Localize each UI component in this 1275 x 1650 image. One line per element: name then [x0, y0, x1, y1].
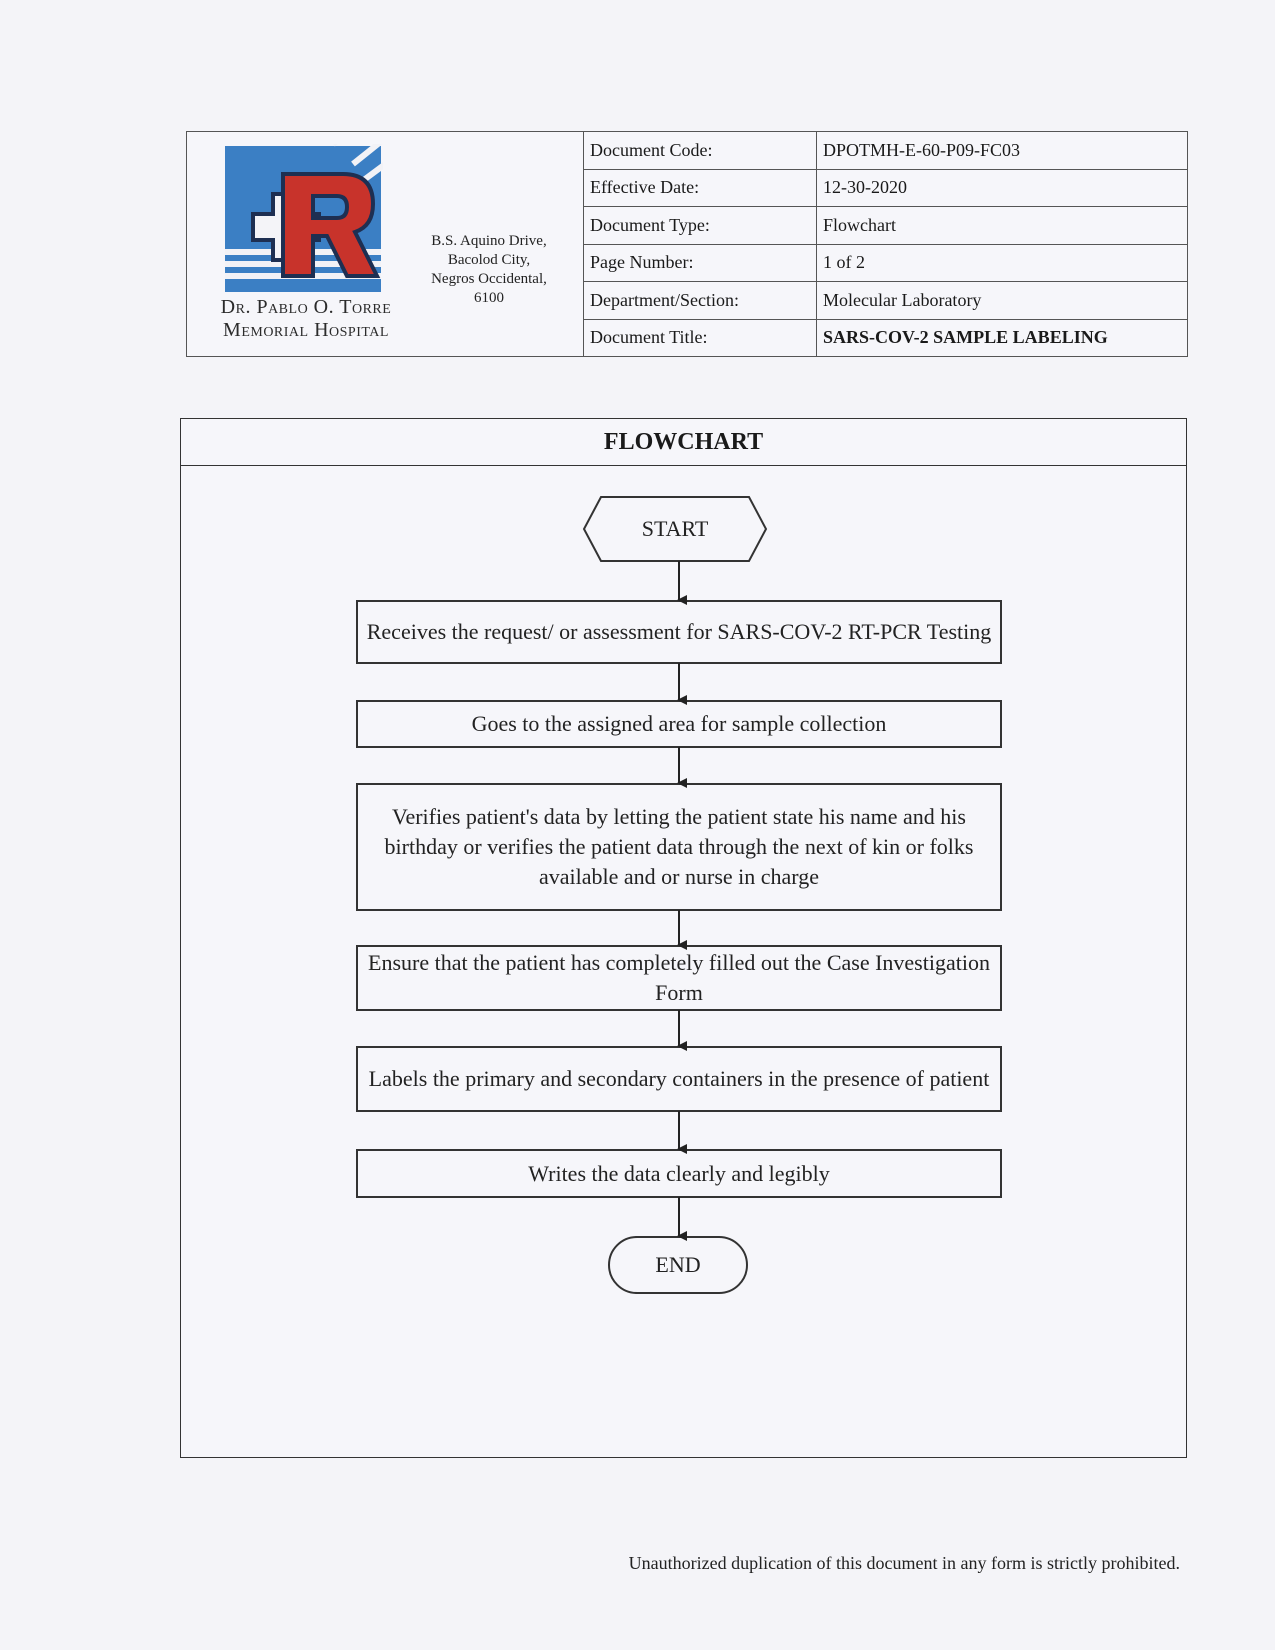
- address-line2: Bacolod City,: [447, 252, 531, 268]
- step-1-text: Receives the request/ or assessment for …: [366, 619, 992, 644]
- meta-label: Page Number:: [584, 244, 817, 281]
- meta-row-effective-date: Effective Date: 12-30-2020: [584, 169, 1187, 207]
- meta-row-type: Document Type: Flowchart: [584, 207, 1187, 245]
- hospital-address: B.S. Aquino Drive, Bacolod City, Negros …: [419, 232, 559, 308]
- hospital-name-line2: Memorial Hospital: [223, 319, 389, 341]
- meta-value: Flowchart: [823, 214, 896, 235]
- start-node: START: [641, 516, 709, 541]
- meta-label: Department/Section:: [584, 282, 817, 319]
- hospital-logo: [225, 144, 383, 292]
- flowchart-frame: FLOWCHART: [180, 418, 1187, 1458]
- address-line1: B.S. Aquino Drive,: [431, 233, 547, 249]
- flowchart-diagram: [356, 496, 1002, 1294]
- address-line3: Negros Occidental,: [431, 271, 547, 287]
- end-node: END: [655, 1252, 701, 1277]
- meta-row-code: Document Code: DPOTMH-E-60-P09-FC03: [584, 132, 1187, 170]
- hospital-name: Dr. Pablo O. Torre Memorial Hospital: [201, 296, 411, 342]
- meta-label: Effective Date:: [584, 169, 817, 206]
- step-2-text: Goes to the assigned area for sample col…: [471, 711, 887, 736]
- document-header: Dr. Pablo O. Torre Memorial Hospital B.S…: [186, 131, 1188, 357]
- step-6-text: Writes the data clearly and legibly: [528, 1160, 830, 1186]
- meta-value: 12-30-2020: [823, 177, 907, 198]
- meta-value: DPOTMH-E-60-P09-FC03: [823, 139, 1021, 160]
- footer-notice: Unauthorized duplication of this documen…: [628, 1553, 1180, 1573]
- start-node-shape: [582, 496, 768, 562]
- meta-value: Molecular Laboratory: [823, 289, 982, 310]
- meta-row-page-number: Page Number: 1 of 2: [584, 244, 1187, 282]
- meta-label: Document Code:: [584, 132, 817, 169]
- address-line4: 6100: [474, 290, 504, 306]
- meta-row-department: Department/Section: Molecular Laboratory: [584, 282, 1187, 320]
- step-5-text: Labels the primary and secondary contain…: [368, 1066, 990, 1091]
- step-4-text: Ensure that the patient has completely f…: [368, 950, 990, 1005]
- meta-value: 1 of 2: [823, 252, 865, 273]
- hospital-name-line1: Dr. Pablo O. Torre: [220, 296, 392, 318]
- hospital-logo-cell: Dr. Pablo O. Torre Memorial Hospital B.S…: [187, 132, 584, 356]
- flowchart-title: FLOWCHART: [181, 419, 1186, 466]
- meta-row-title: Document Title: SARS-COV-2 SAMPLE LABELI…: [584, 319, 1187, 356]
- meta-label: Document Title:: [584, 319, 817, 356]
- meta-label: Document Type:: [584, 207, 817, 244]
- document-title-value: SARS-COV-2 SAMPLE LABELING: [823, 327, 1108, 348]
- document-meta-table: Document Code: DPOTMH-E-60-P09-FC03 Effe…: [584, 132, 1187, 356]
- step-3-text: Verifies patient's data by letting the p…: [384, 804, 974, 889]
